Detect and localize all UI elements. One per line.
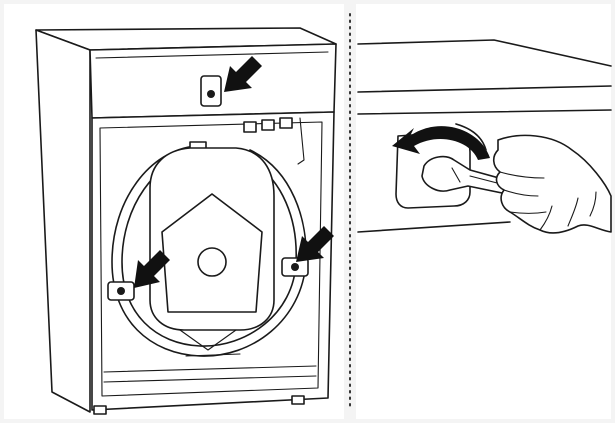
transit-bolt-left xyxy=(107,281,135,301)
connector-1 xyxy=(243,121,257,133)
rotate-arrow-tail xyxy=(455,123,487,151)
finger-line-5 xyxy=(567,197,579,227)
plinth-line-2 xyxy=(103,375,317,383)
detail-band-top xyxy=(357,85,612,93)
washing-machine-rear xyxy=(35,27,337,415)
transit-bolt-right xyxy=(281,257,309,277)
detail-band-bottom xyxy=(357,109,612,115)
foot-right xyxy=(291,395,305,405)
detail-top-edge xyxy=(357,39,612,67)
rotate-arrow-icon xyxy=(392,126,490,160)
connector-3 xyxy=(279,117,293,129)
plinth-line-1 xyxy=(103,365,317,373)
lower-support-v xyxy=(179,329,237,351)
finger-line-6 xyxy=(589,191,597,217)
finger-line-1 xyxy=(503,189,539,197)
lower-support-bar xyxy=(185,353,241,357)
finger-line-2 xyxy=(499,171,545,179)
wrench-detail xyxy=(357,39,612,234)
detail-panel-bottom xyxy=(357,221,511,233)
finger-line-4 xyxy=(539,205,553,231)
arrow-icon xyxy=(134,250,170,288)
arrow-icon xyxy=(224,56,262,92)
cable-clip xyxy=(297,117,305,165)
band-inner-line xyxy=(95,51,329,59)
foot-left xyxy=(93,405,107,415)
machine-left-side xyxy=(35,29,91,413)
drain-hose-inner xyxy=(121,153,297,347)
transit-bolt-top xyxy=(200,75,222,107)
drum-bearing xyxy=(197,247,227,277)
finger-line-3 xyxy=(509,211,547,215)
arrow-icon xyxy=(296,226,334,262)
connector-2 xyxy=(261,119,275,131)
